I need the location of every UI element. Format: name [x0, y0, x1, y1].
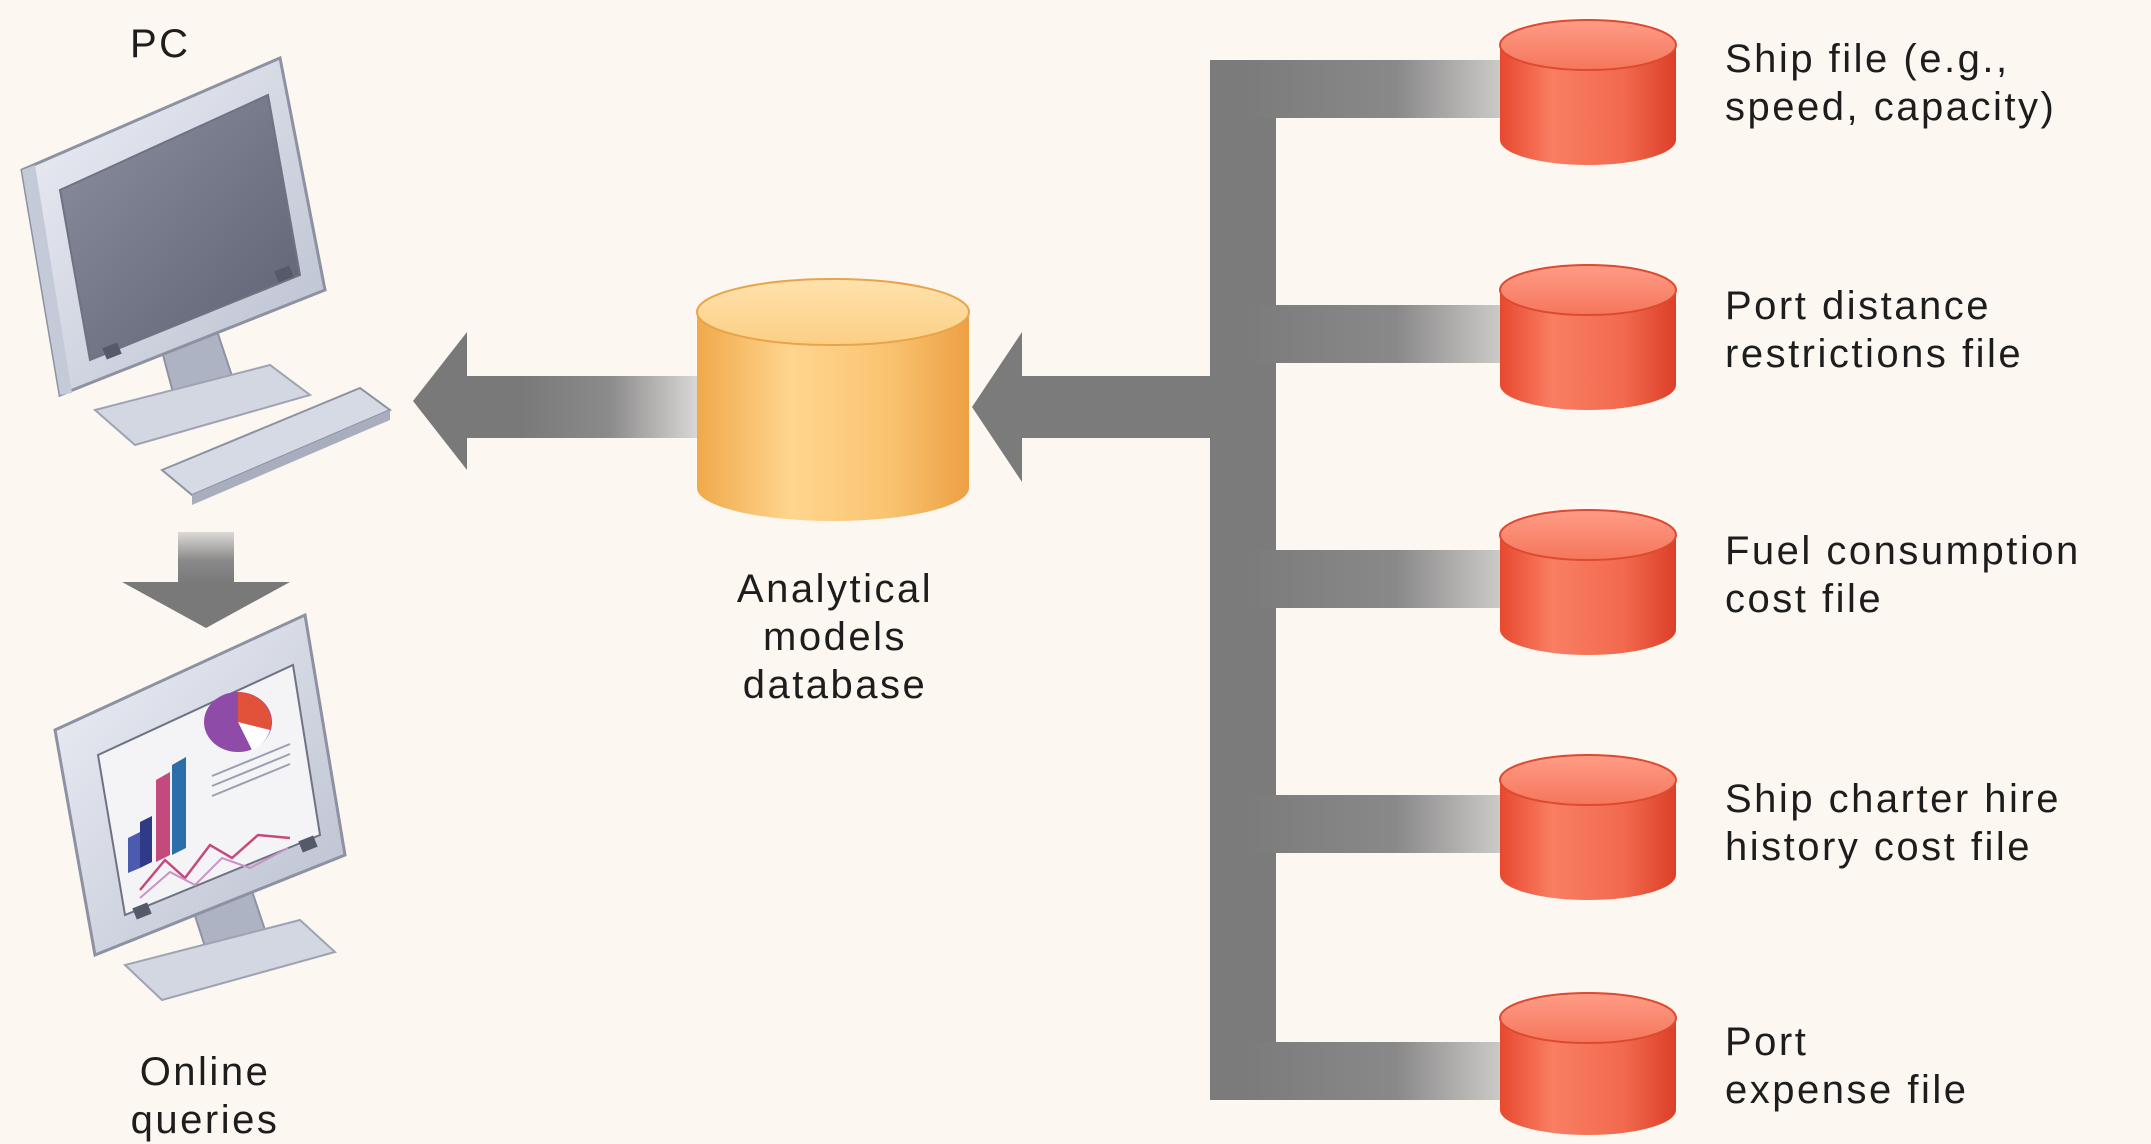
- file-label-port-expense-line2: expense file: [1725, 1068, 1969, 1112]
- file-cylinder-fuel: [1499, 509, 1677, 655]
- file-label-ship: Ship file (e.g., speed, capacity): [1725, 35, 2056, 131]
- branch-ship-file: [1245, 60, 1520, 118]
- analytical-database-line1: Analytical: [736, 567, 934, 611]
- online-queries-label: Online queries: [100, 1048, 310, 1144]
- branch-charter: [1245, 795, 1520, 853]
- analytical-database-label: Analytical models database: [700, 565, 970, 709]
- file-label-port-expense-line1: Port: [1725, 1020, 1809, 1064]
- branch-fuel: [1245, 550, 1520, 608]
- file-cylinder-charter: [1499, 754, 1677, 900]
- file-label-charter: Ship charter hire history cost file: [1725, 775, 2061, 871]
- online-queries-monitor-icon: [53, 612, 347, 1002]
- online-queries-line2: queries: [130, 1098, 280, 1142]
- pie-chart-icon: [204, 692, 272, 752]
- pc-label: PC: [130, 22, 191, 66]
- file-label-charter-line1: Ship charter hire: [1725, 777, 2061, 821]
- file-cylinder-port-distance: [1499, 264, 1677, 410]
- arrow-down-to-queries: [122, 532, 290, 628]
- file-label-charter-line2: history cost file: [1725, 825, 2033, 869]
- analytical-database-line3: database: [742, 663, 928, 707]
- connector-bus: [1210, 60, 1520, 1100]
- file-label-port-expense: Port expense file: [1725, 1018, 1968, 1114]
- file-label-fuel-line1: Fuel consumption: [1725, 529, 2081, 573]
- file-label-port-distance: Port distance restrictions file: [1725, 282, 2023, 378]
- file-label-ship-line1: Ship file (e.g.,: [1725, 37, 2010, 81]
- analytical-database-line2: models: [763, 615, 907, 659]
- branch-port-distance: [1245, 305, 1520, 363]
- analytical-database-cylinder: [696, 278, 970, 521]
- online-queries-line1: Online: [139, 1050, 271, 1094]
- file-label-port-distance-line1: Port distance: [1725, 284, 1991, 328]
- arrow-to-pc: [413, 332, 700, 470]
- file-label-fuel: Fuel consumption cost file: [1725, 527, 2081, 623]
- file-cylinder-ship: [1499, 19, 1677, 165]
- file-label-port-distance-line2: restrictions file: [1725, 332, 2024, 376]
- pc-computer-icon: [20, 55, 393, 505]
- file-cylinder-port-expense: [1499, 992, 1677, 1135]
- file-label-fuel-line2: cost file: [1725, 577, 1884, 621]
- arrow-to-database: [972, 332, 1215, 482]
- branch-port-expense: [1245, 1042, 1520, 1100]
- file-label-ship-line2: speed, capacity): [1725, 85, 2057, 129]
